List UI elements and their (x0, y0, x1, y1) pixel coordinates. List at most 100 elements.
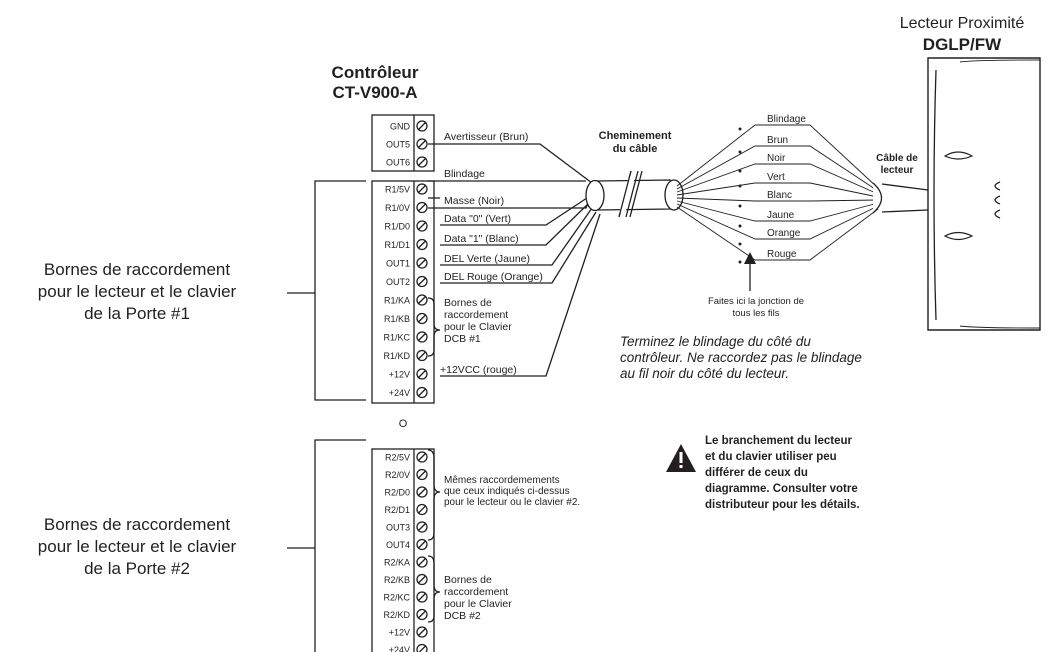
reader-wire-black: Noir (767, 153, 786, 164)
terminal-block-door1 (371, 180, 435, 404)
keypad2-note-4: DCB #2 (444, 610, 481, 622)
wire-label-power: +12VCC (rouge) (440, 364, 517, 376)
terminal-screw-slot (418, 277, 426, 286)
terminal-screw-slot (418, 140, 426, 148)
terminal-screw-slot (418, 488, 426, 496)
warning-line4: diagramme. Consulter votre (705, 483, 858, 495)
same-brace (427, 449, 441, 541)
shield-note-line2: contrôleur. Ne raccordez pas le blindage (620, 350, 862, 365)
warning-line3: différer de ceux du (705, 467, 808, 479)
junction-note: Faites ici la jonction de (708, 296, 804, 307)
splice-wires (676, 124, 929, 264)
terminal-screw-slot (418, 610, 426, 619)
terminal-screw-slot (418, 593, 426, 601)
reader-wire-red: Rouge (767, 249, 797, 260)
same-note-3: pour le lecteur ou le clavier #2. (444, 497, 580, 508)
terminal-screw-slot (418, 505, 426, 514)
door1-label-3: de la Porte #1 (84, 304, 190, 323)
keypad2-note-3: pour le Clavier (444, 598, 512, 610)
door2-bracket (314, 439, 366, 652)
terminal-screw-slot (418, 523, 426, 531)
wire-label-data0: Data "0" (Vert) (444, 213, 511, 225)
warning-line1: Le branchement du lecteur (705, 435, 853, 447)
terminal-label: R2/KC (383, 593, 410, 603)
wire-label-data1: Data "1" (Blanc) (444, 233, 519, 245)
terminal-label: OUT4 (386, 540, 410, 550)
terminal-label: R2/KA (384, 558, 410, 568)
reader-wire-green: Vert (767, 172, 785, 183)
terminal-label: R1/KC (383, 333, 410, 343)
terminal-screw-slot (418, 203, 426, 212)
wire-label-led-red: DEL Rouge (Orange) (444, 271, 543, 283)
terminal-label: OUT1 (386, 259, 410, 269)
terminal-label: R2/0V (385, 470, 410, 480)
terminal-blocks (371, 114, 435, 652)
terminal-label: R2/D0 (384, 488, 410, 498)
terminal-screw-slot (418, 628, 426, 636)
door2-label-1: Bornes de raccordement (44, 515, 230, 534)
keypad1-brace (427, 297, 441, 357)
terminal-screw-slot (418, 122, 426, 130)
separator-mark: O (399, 418, 408, 430)
terminal-label: R1/KB (384, 314, 410, 324)
terminal-screw-slot (418, 259, 426, 267)
terminal-screw-slot (418, 453, 426, 461)
reader-cable-label-2: lecteur (881, 165, 914, 176)
terminal-label: GND (390, 122, 411, 132)
reader-title: Lecteur Proximité (900, 15, 1025, 32)
cable-route-label: Cheminement (599, 130, 672, 142)
terminal-label: R2/D1 (384, 505, 410, 515)
terminal-screw-slot (418, 314, 426, 323)
terminal-screw-slot (418, 185, 426, 193)
terminal-screw-slot (418, 558, 426, 566)
terminal-label: R2/5V (385, 453, 410, 463)
wire-label-buzzer: Avertisseur (Brun) (444, 131, 528, 143)
keypad1-note-1: Bornes de (444, 297, 492, 309)
wire-label-ground: Masse (Noir) (444, 195, 504, 207)
terminal-label: R1/KA (384, 296, 410, 306)
terminal-screw-icon (416, 643, 428, 652)
reader-led-window (943, 151, 974, 160)
terminal-label: +12V (389, 628, 410, 638)
terminal-label: +24V (389, 645, 410, 652)
terminal-label: R2/KB (384, 575, 410, 585)
reader-wire-shield: Blindage (767, 114, 806, 125)
controller-wires (428, 143, 601, 377)
terminal-label: OUT5 (386, 140, 410, 150)
keypad1-note-4: DCB #1 (444, 333, 481, 345)
door2-label-3: de la Porte #2 (84, 559, 190, 578)
proximity-reader (927, 57, 1041, 331)
reader-wire-white: Blanc (767, 190, 792, 201)
terminal-label: OUT3 (386, 523, 410, 533)
terminal-screw-slot (418, 296, 426, 304)
terminal-label: R1/5V (385, 185, 410, 195)
terminal-screw-slot (418, 222, 426, 230)
shield-note-line3: au fil noir du côté du lecteur. (620, 366, 789, 381)
wire-label-shield: Blindage (444, 168, 485, 180)
cable-route-label-2: du câble (613, 143, 658, 155)
terminal-screw-slot (418, 470, 426, 479)
keypad2-note-1: Bornes de (444, 574, 492, 586)
terminal-label: R1/0V (385, 203, 410, 213)
terminal-screw-slot (418, 370, 426, 378)
door2-label-2: pour le lecteur et le clavier (38, 537, 237, 556)
cable (585, 170, 684, 218)
reader-wire-yellow: Jaune (767, 210, 795, 221)
controller-model: CT-V900-A (332, 83, 417, 102)
warning-icon (666, 444, 696, 472)
door1-label-1: Bornes de raccordement (44, 260, 230, 279)
terminal-label: R1/D0 (384, 222, 410, 232)
keypad1-note-2: raccordement (444, 309, 508, 321)
terminal-screw-slot (418, 575, 426, 584)
reader-cable-label: Câble de (876, 153, 918, 164)
terminal-screw-slot (418, 240, 426, 249)
terminal-screw-slot (418, 388, 426, 397)
reader-wire-brown: Brun (767, 135, 788, 146)
terminal-label: OUT2 (386, 277, 410, 287)
terminal-screw-slot (418, 158, 426, 166)
wire-label-led-green: DEL Verte (Jaune) (444, 253, 530, 265)
terminal-label: R2/KD (383, 610, 410, 620)
terminal-rows: GNDOUT5OUT6R1/5VR1/0VR1/D0R1/D1OUT1OUT2R… (383, 120, 428, 652)
keypad2-brace (427, 555, 441, 623)
